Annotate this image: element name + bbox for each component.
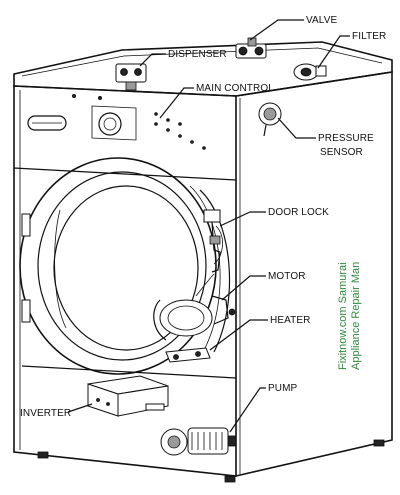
- door-glass: [53, 185, 199, 351]
- leader-dispenser: [139, 53, 166, 67]
- drawer-handle: [27, 115, 67, 131]
- leader-valve: [249, 19, 304, 41]
- pressure-sensor-part: [258, 102, 282, 137]
- label-inverter: INVERTER: [20, 408, 71, 419]
- washer-cabinet: [13, 41, 393, 483]
- filter-part: [293, 63, 327, 81]
- dispenser-part: [115, 63, 147, 91]
- watermark: Fixitnow.com Samurai Appliance Repair Ma…: [337, 262, 362, 370]
- leader-motor: [221, 275, 266, 301]
- label-sensor: SENSOR: [320, 147, 363, 158]
- leader-inverter: [67, 403, 93, 413]
- leader-heater: [209, 319, 268, 351]
- door-outer-ring: [19, 157, 217, 375]
- pump-part: [160, 427, 237, 456]
- leader-filter: [317, 35, 350, 69]
- motor-part: [153, 273, 236, 341]
- leader-main-control: [159, 87, 194, 119]
- leader-pump: [229, 387, 266, 433]
- cycle-knob: [98, 112, 122, 136]
- part-labels: VALVE FILTER DISPENSER MAIN CONTROL PRES…: [20, 15, 386, 419]
- control-panel: [27, 94, 206, 150]
- leader-door-lock: [219, 211, 266, 227]
- label-door-lock: DOOR LOCK: [268, 207, 329, 218]
- label-main-control: MAIN CONTROL: [196, 83, 274, 94]
- valve-part: [235, 37, 267, 59]
- inverter-part: [87, 375, 169, 417]
- label-valve: VALVE: [306, 15, 337, 26]
- door-lock-part: [203, 209, 223, 273]
- watermark-line1: Fixitnow.com Samurai: [337, 262, 349, 370]
- leader-lines: [67, 19, 350, 433]
- label-pressure: PRESSURE: [318, 133, 374, 144]
- label-motor: MOTOR: [268, 271, 306, 282]
- door: [19, 157, 217, 375]
- label-pump: PUMP: [268, 383, 298, 394]
- heater-part: [165, 347, 211, 363]
- label-heater: HEATER: [270, 315, 310, 326]
- label-filter: FILTER: [352, 31, 386, 42]
- label-dispenser: DISPENSER: [168, 49, 227, 60]
- watermark-line2: Appliance Repair Man: [350, 262, 362, 370]
- leader-pressure-sensor: [277, 117, 316, 139]
